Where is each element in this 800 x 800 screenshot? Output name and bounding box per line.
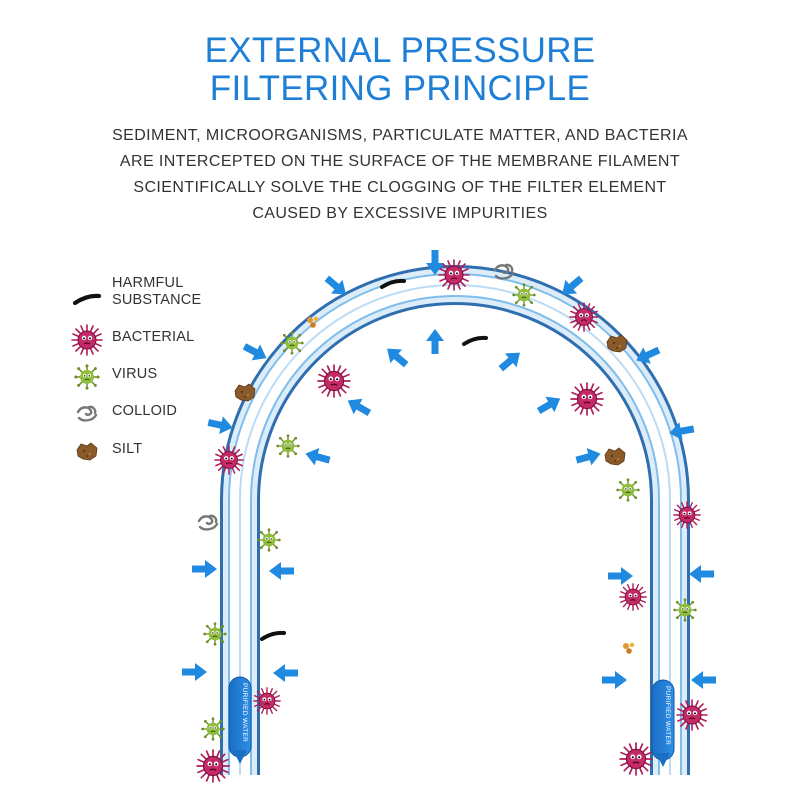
bacteria-icon <box>619 583 647 611</box>
description-line-3: SCIENTIFICALLY SOLVE THE CLOGGING OF THE… <box>133 179 667 196</box>
purified-water-right-label: PURIFIED WATER <box>664 686 671 745</box>
virus-icon <box>256 527 282 553</box>
bacteria-icon <box>570 382 604 416</box>
arrow-icon <box>495 345 526 376</box>
virus-icon <box>200 716 226 742</box>
legend-item-colloid: COLLOID <box>70 397 270 437</box>
arrow-icon <box>269 562 294 580</box>
arrow-icon <box>426 329 444 354</box>
legend-item-harmful-substance: HARMFUL SUBSTANCE <box>70 275 270 322</box>
bacteria-icon <box>569 302 599 332</box>
bacteria-icon <box>619 742 653 776</box>
arrow-icon <box>574 444 603 469</box>
bacteria-icon <box>71 324 103 356</box>
bacteria-icon <box>253 687 281 715</box>
arrow-icon <box>691 671 716 689</box>
description-line-1: SEDIMENT, MICROORGANISMS, PARTICULATE MA… <box>112 127 688 144</box>
diagram-title: EXTERNAL PRESSURE FILTERING PRINCIPLE <box>0 32 800 108</box>
harmful-substance-icon <box>260 630 286 641</box>
legend-item-silt: SILT <box>70 435 270 475</box>
bacteria-icon <box>673 501 701 529</box>
legend-label: VIRUS <box>112 366 158 382</box>
legend-label-line: HARMFUL <box>112 275 184 291</box>
arrow-icon <box>602 671 627 689</box>
colloid-icon <box>197 514 219 531</box>
silt-icon <box>606 334 628 353</box>
arrow-icon <box>343 392 374 421</box>
description: SEDIMENT, MICROORGANISMS, PARTICULATE MA… <box>0 123 800 227</box>
virus-icon <box>615 477 641 503</box>
bacteria-icon <box>196 749 230 783</box>
silt-icon <box>604 447 626 466</box>
legend-label-line: SUBSTANCE <box>112 292 202 308</box>
virus-icon <box>279 330 305 356</box>
legend-label: BACTERIAL <box>112 329 195 345</box>
arrow-icon <box>689 565 714 583</box>
inner-arrows <box>269 329 633 689</box>
description-line-4: CAUSED BY EXCESSIVE IMPURITIES <box>252 205 548 222</box>
arrow-icon <box>273 664 298 682</box>
description-line-2: ARE INTERCEPTED ON THE SURFACE OF THE ME… <box>119 153 681 170</box>
purified-water-left-label: PURIFIED WATER <box>241 683 248 742</box>
silt-icon <box>76 442 98 461</box>
legend-label: COLLOID <box>112 403 178 419</box>
purified-water-left: PURIFIED WATER <box>228 676 252 764</box>
legend-label: SILT <box>112 441 143 457</box>
bacteria-icon <box>317 364 351 398</box>
virus-icon <box>275 433 301 459</box>
legend-item-virus: VIRUS <box>70 360 270 400</box>
particle-icon <box>623 642 635 654</box>
virus-icon <box>73 363 101 391</box>
title-line-2: FILTERING PRINCIPLE <box>209 69 591 108</box>
bacteria-icon <box>438 259 470 291</box>
harmful-substance-icon <box>72 293 102 306</box>
harmful-substance-icon <box>462 335 488 346</box>
bacteria-icon <box>676 699 708 731</box>
arrow-icon <box>303 444 332 469</box>
purified-water-right: PURIFIED WATER <box>651 679 675 767</box>
virus-icon <box>672 597 698 623</box>
legend-item-bacterial: BACTERIAL <box>70 323 270 363</box>
arrow-icon <box>192 560 217 578</box>
virus-icon <box>511 282 537 308</box>
colloid-icon <box>76 405 98 422</box>
virus-icon <box>202 621 228 647</box>
arrow-icon <box>608 567 633 585</box>
arrow-icon <box>381 341 412 372</box>
title-line-1: EXTERNAL PRESSURE <box>204 31 596 70</box>
arrow-icon <box>182 663 207 681</box>
arrow-icon <box>534 390 565 419</box>
particles <box>196 259 708 783</box>
